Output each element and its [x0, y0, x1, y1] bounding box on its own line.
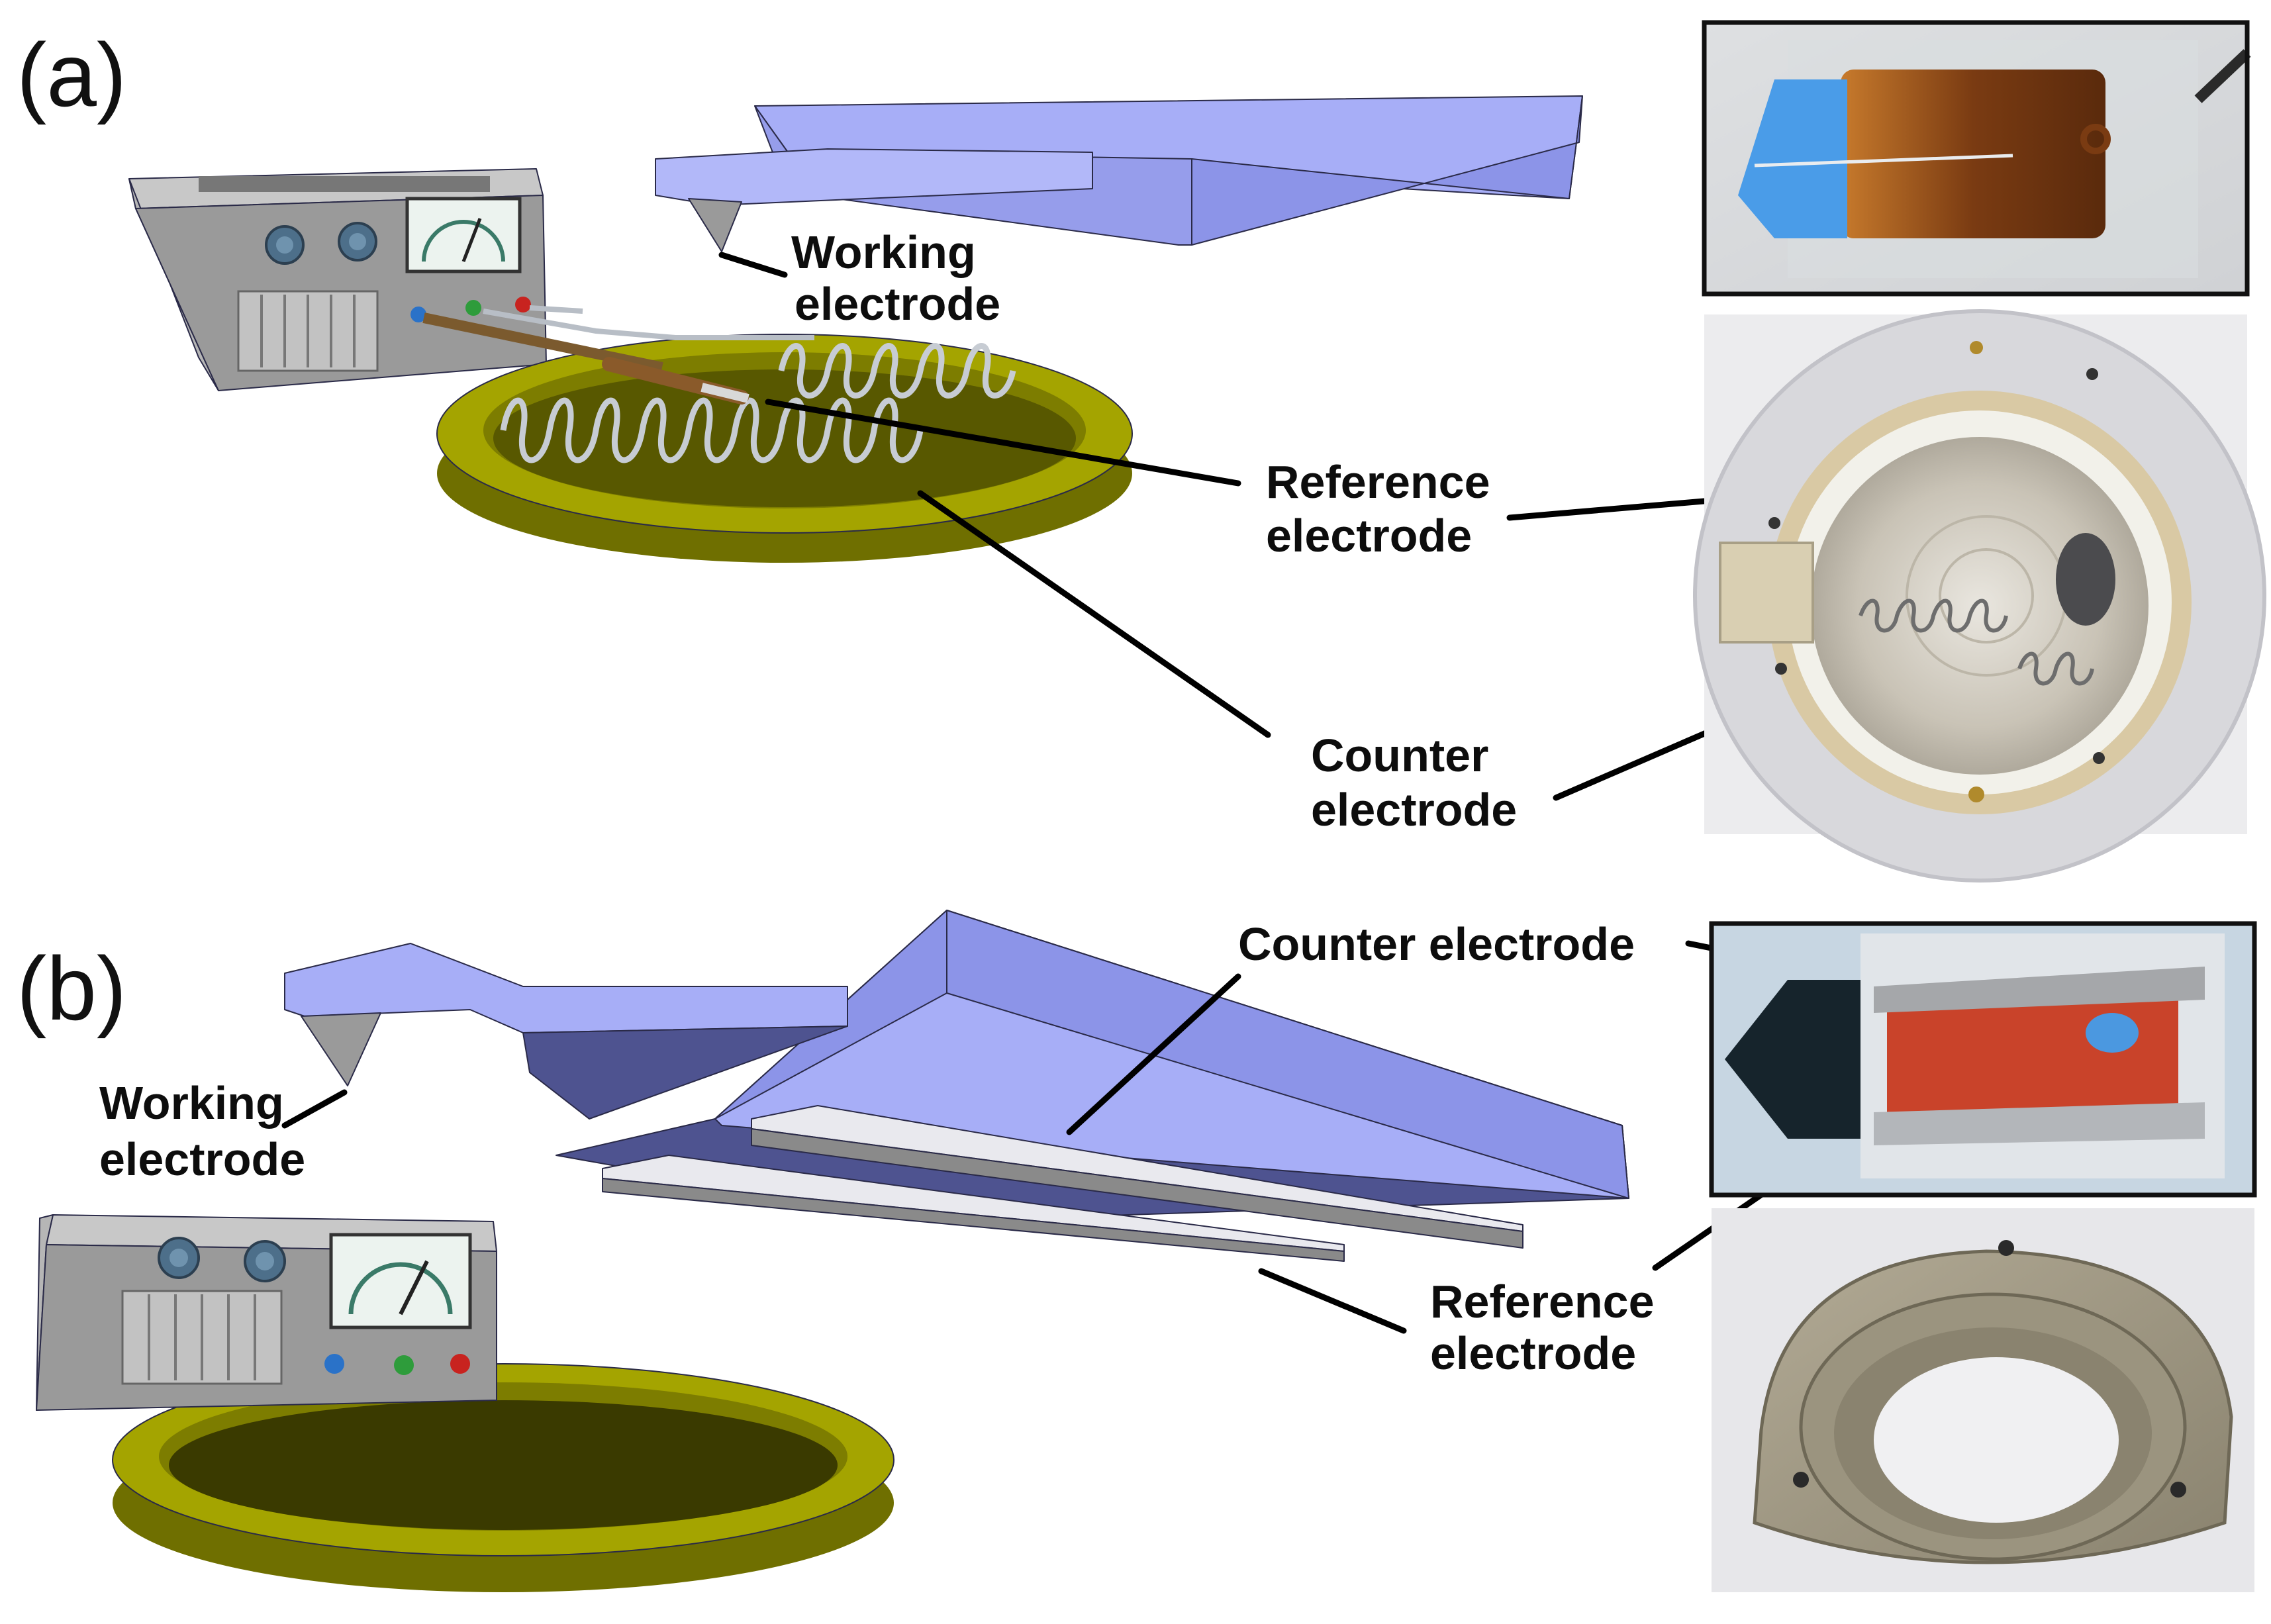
holder-arm-under-b	[522, 1026, 848, 1120]
meter-dial-icon	[329, 1233, 472, 1329]
connector-green-b	[394, 1355, 414, 1375]
connector-blue-b	[324, 1354, 344, 1374]
knob-icon	[338, 222, 377, 262]
cantilever-holder-b	[284, 910, 1629, 1262]
reference-electrode-strip-edge	[602, 1178, 1345, 1262]
connector-red-b	[450, 1354, 470, 1374]
afm-tip-b	[301, 1012, 381, 1086]
vent-grille	[199, 176, 490, 192]
holder-arm	[655, 148, 1093, 206]
leader-reference-b-left	[1258, 1268, 1407, 1334]
leader-counter-b-left	[1066, 973, 1241, 1135]
connector-red	[515, 297, 531, 312]
working-wire	[529, 305, 583, 314]
coil-wire-icon	[778, 343, 1016, 399]
counter-wire	[483, 309, 814, 340]
photo-b-top	[1709, 921, 2257, 1198]
leader-reference-a-left	[765, 399, 1241, 487]
reference-electrode-strip	[602, 1155, 1345, 1252]
callout-working-a-line2: electrode	[795, 278, 1000, 330]
callout-working-a-line1: Working	[791, 226, 976, 278]
photo-a-bottom	[1693, 309, 2266, 883]
afm-tip	[688, 198, 742, 252]
knob-icon	[265, 225, 305, 265]
reference-rod-tip	[701, 383, 749, 403]
liquid-cell-b	[112, 1363, 894, 1592]
counter-electrode-strip	[751, 1105, 1523, 1232]
photo-b-bottom	[1712, 1208, 2254, 1592]
callout-counter-a-line1: Counter	[1311, 730, 1488, 781]
callout-working-b-line2: electrode	[99, 1133, 305, 1185]
connector-green	[465, 300, 481, 316]
callout-counter-b: Counter electrode	[1238, 918, 1635, 970]
photo-a-top	[1702, 20, 2251, 297]
panel-b-label: (b)	[17, 938, 126, 1039]
callout-reference-a-line1: Reference	[1266, 456, 1490, 508]
panel-a-label: (a)	[17, 24, 126, 125]
callout-reference-a-line2: electrode	[1266, 510, 1472, 561]
reference-wire	[422, 312, 663, 373]
callout-counter-a-line2: electrode	[1311, 784, 1517, 836]
potentiostat-a	[128, 168, 547, 391]
knob-icon	[158, 1237, 200, 1279]
potentiostat-b	[36, 1214, 497, 1411]
leader-counter-a-left	[917, 490, 1271, 738]
leader-working-b	[281, 1089, 348, 1129]
meter-dial-icon	[405, 197, 522, 273]
cantilever-holder-a	[655, 95, 1583, 252]
callout-working-b-line1: Working	[99, 1077, 284, 1129]
counter-electrode-strip-edge	[751, 1128, 1523, 1249]
leader-working-a	[718, 252, 788, 278]
front-vent-panel	[237, 290, 379, 372]
connector-blue	[411, 307, 426, 322]
front-vent-panel-b	[121, 1290, 283, 1385]
coil-wire-icon	[500, 397, 924, 463]
knob-icon	[244, 1240, 286, 1282]
callout-reference-b-line2: electrode	[1430, 1327, 1636, 1379]
callout-reference-b-line1: Reference	[1430, 1276, 1655, 1327]
